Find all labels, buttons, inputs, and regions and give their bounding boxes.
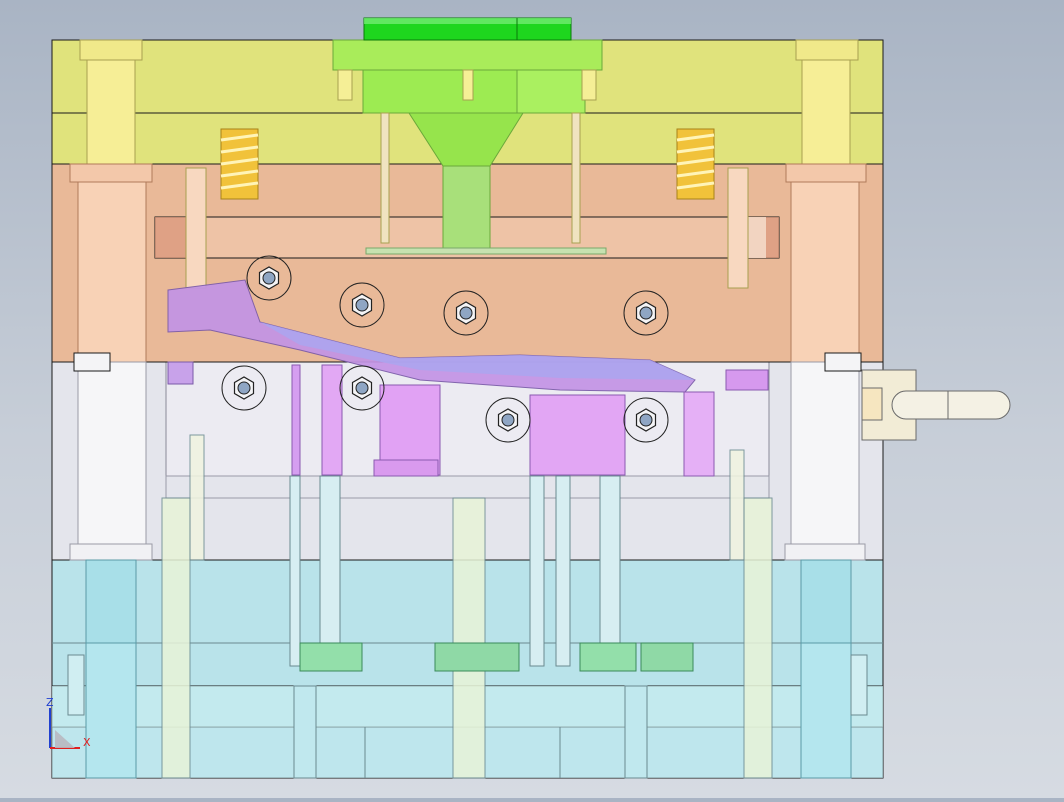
sprue-bushing[interactable] [332, 39, 603, 251]
hex-bolts[interactable] [221, 255, 669, 443]
hex-bolt-icon [485, 397, 531, 443]
compression-spring-icon [676, 128, 715, 200]
hex-bolt-icon [246, 255, 292, 301]
coordinate-triad-icon: Z X [46, 696, 91, 749]
support-rods-top [185, 69, 749, 289]
hex-bolt-icon [339, 365, 385, 411]
parting-line-block-left [73, 352, 111, 372]
parting-line-block-right [824, 352, 862, 372]
molded-part[interactable] [167, 279, 769, 477]
guide-pillar-right[interactable] [784, 39, 867, 779]
triad-x-label: X [83, 736, 91, 749]
hex-bolt-icon [623, 290, 669, 336]
triad-z-label: Z [46, 696, 54, 709]
hex-bolt-icon [623, 397, 669, 443]
locating-ring[interactable] [363, 17, 572, 41]
hex-bolt-icon [339, 282, 385, 328]
hex-bolt-icon [221, 365, 267, 411]
ejector-pins [67, 434, 868, 779]
runner-bar [365, 247, 607, 255]
guide-pillar-left[interactable] [69, 39, 153, 779]
compression-spring-icon [220, 128, 259, 200]
hex-bolt-icon [443, 290, 489, 336]
side-coolant-connector[interactable] [861, 369, 1011, 441]
lifter-blocks[interactable] [299, 642, 694, 672]
